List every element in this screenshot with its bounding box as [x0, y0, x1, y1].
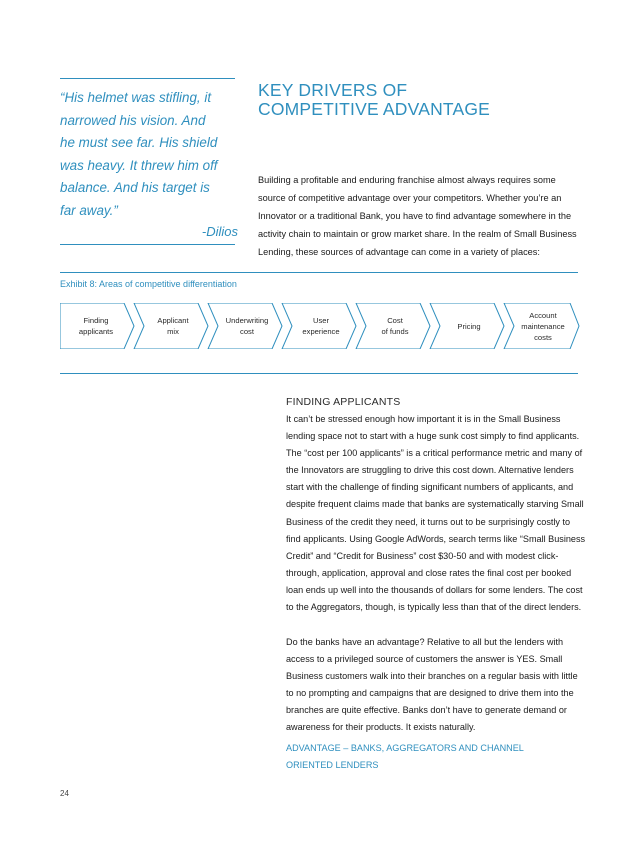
chevron-label: Account maintenance costs: [521, 310, 565, 342]
section-title-line: KEY DRIVERS OF: [258, 80, 408, 100]
advantage-callout: ADVANTAGE – BANKS, AGGREGATORS AND CHANN…: [286, 740, 586, 774]
chevron-applicant-mix: [133, 303, 209, 349]
paragraph-finding-applicants: It can’t be stressed enough how importan…: [286, 414, 586, 613]
quote-top-rule: [60, 78, 235, 79]
pull-quote-line: narrowed his vision. And: [60, 112, 206, 128]
chevron-label: Applicant mix: [157, 316, 189, 336]
chevron-label: Cost of funds: [381, 316, 409, 336]
chevron-label: Finding applicants: [78, 316, 114, 336]
exhibit-title: Exhibit 8: Areas of competitive differen…: [60, 279, 237, 289]
advantage-line: ORIENTED LENDERS: [286, 760, 379, 770]
pull-quote-line: he must see far. His shield: [60, 135, 218, 151]
quote-attribution: -Dilios: [201, 224, 238, 239]
chevron-label: User experience: [302, 316, 340, 336]
chevron-label: Pricing: [457, 321, 481, 331]
chevron-pricing: [429, 303, 505, 349]
body-paragraph: Do the banks have an advantage? Relative…: [286, 634, 586, 737]
chevron-user-experience: [281, 303, 357, 349]
chevron-underwriting-cost: [207, 303, 283, 349]
chevron-label: Underwriting cost: [225, 316, 269, 336]
section-title: KEY DRIVERS OF COMPETITIVE ADVANTAGE: [258, 81, 588, 119]
pull-quote-line: was heavy. It threw him off: [60, 157, 218, 173]
intro-paragraph: Building a profitable and enduring franc…: [258, 175, 577, 258]
quote-bottom-rule: [60, 244, 235, 245]
advantage-line: ADVANTAGE – BANKS, AGGREGATORS AND CHANN…: [286, 743, 524, 753]
chevron-finding-applicants: [60, 303, 135, 349]
section-title-line: COMPETITIVE ADVANTAGE: [258, 99, 491, 119]
pull-quote-line: far away.”: [60, 202, 118, 218]
exhibit-top-rule: [60, 272, 578, 273]
chevron-cost-of-funds: [355, 303, 431, 349]
page-number: 24: [60, 789, 69, 798]
chevron-graphic: [60, 303, 580, 349]
paragraph-bank-advantage: Do the banks have an advantage? Relative…: [286, 637, 578, 733]
subsection-heading: FINDING APPLICANTS: [286, 396, 401, 408]
chevron-account-maintenance: [503, 303, 580, 349]
body-paragraph: It can’t be stressed enough how importan…: [286, 411, 586, 616]
pull-quote: “His helmet was stifling, it narrowed hi…: [60, 87, 240, 223]
pull-quote-line: balance. And his target is: [60, 180, 210, 196]
section-divider-rule: [60, 373, 578, 374]
differentiation-chevron-chain: Finding applicants Applicant mix Underwr…: [60, 303, 580, 349]
pull-quote-line: “His helmet was stifling, it: [60, 90, 212, 105]
